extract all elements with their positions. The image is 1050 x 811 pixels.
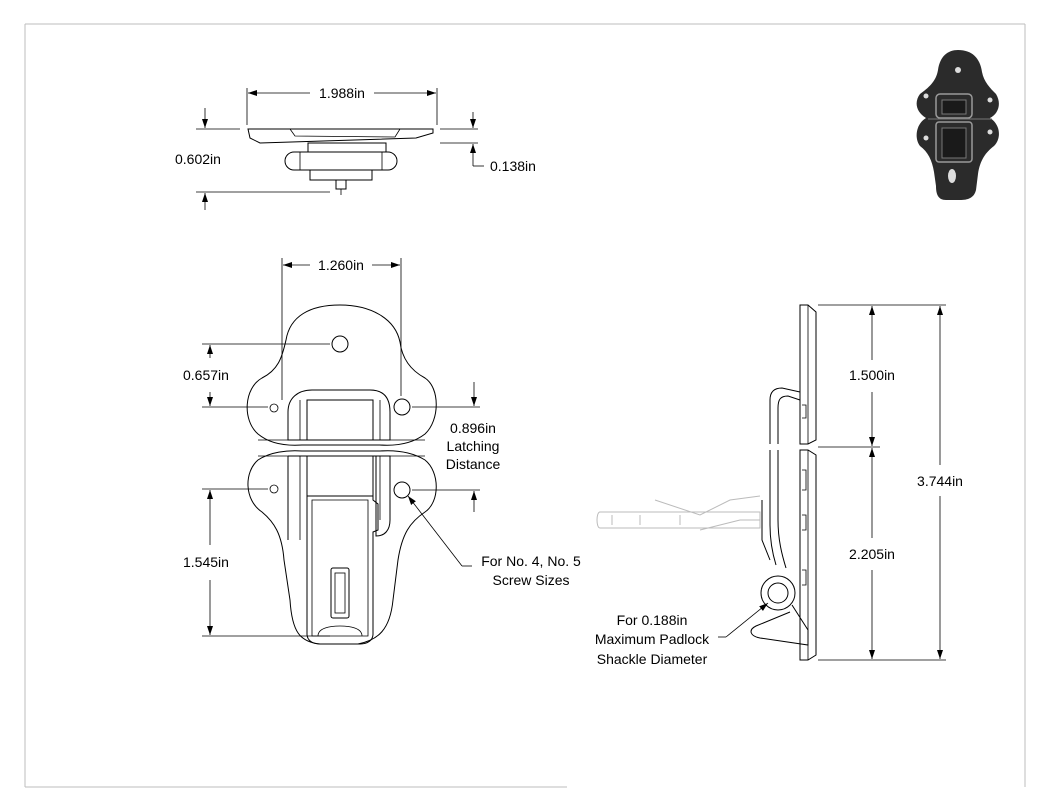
dim-top-thickness: 0.138in: [490, 158, 536, 174]
dim-side-lower: 2.205in: [849, 546, 895, 562]
dim-top-height: 0.602in: [175, 151, 221, 167]
dim-hole-spacing: 1.260in: [318, 257, 364, 273]
side-view-open-ghost: [596, 495, 761, 531]
note-padlock-line1: For 0.188in: [617, 612, 688, 628]
dim-top-width: 1.988in: [319, 85, 365, 101]
top-view: 1.988in 0.602in 0.138in: [175, 85, 536, 210]
dim-side-overall: 3.744in: [917, 473, 963, 489]
sheet-frame: [24, 23, 1026, 788]
dim-latching: 0.896in: [450, 420, 496, 436]
dim-latching-label-line2: Distance: [446, 456, 501, 472]
dim-lower-offset: 1.545in: [183, 554, 229, 570]
dim-upper-offset: 0.657in: [183, 367, 229, 383]
note-padlock-line3: Shackle Diameter: [597, 651, 708, 667]
dim-latching-label-line1: Latching: [447, 438, 500, 454]
note-screw-size-line2: Screw Sizes: [492, 572, 569, 588]
front-view: 1.260in 0.657in 0.896in Latching Distanc…: [183, 257, 581, 645]
note-padlock-line2: Maximum Padlock: [595, 631, 710, 647]
latch-render-icon: [916, 50, 999, 200]
side-view: 1.500in 2.205in 3.744in For 0.188in Maxi…: [595, 304, 963, 667]
note-screw-size-line1: For No. 4, No. 5: [481, 553, 581, 569]
dim-side-upper: 1.500in: [849, 367, 895, 383]
